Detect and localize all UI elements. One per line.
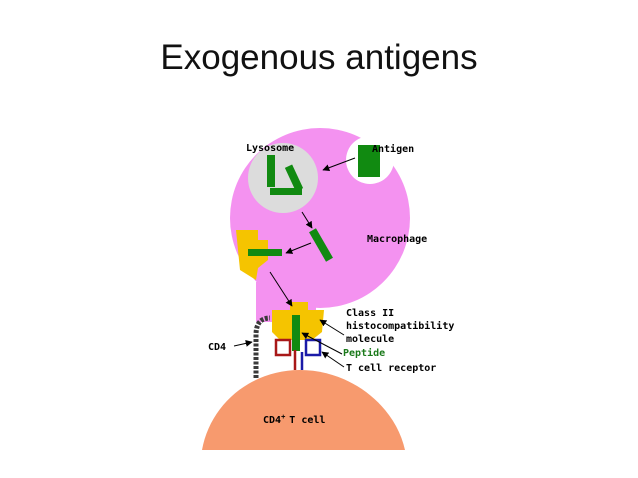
label-class-ii-3: molecule: [346, 334, 394, 345]
label-cd4-t-cell: CD4+ T cell: [263, 413, 325, 426]
cd4-chain: [253, 315, 271, 378]
tcr-blue-chain: [300, 338, 322, 370]
lysosome-fragment-2: [284, 164, 304, 192]
free-fragment: [309, 228, 333, 262]
label-cd4-t-cell-sup: +: [281, 413, 285, 421]
lysosome-fragment-1: [267, 155, 275, 187]
arrow-class-ii: [319, 319, 345, 336]
label-class-ii-2: histocompatibility: [346, 320, 454, 332]
arrow-tcr: [321, 351, 345, 368]
label-antigen: Antigen: [372, 143, 414, 155]
arrow-peptide: [301, 332, 343, 355]
mhc-surface-peptide: [292, 315, 300, 351]
t-cell-body: [202, 370, 405, 450]
arrow-cd4: [233, 339, 253, 347]
label-cd4-t-cell-prefix: CD4: [263, 415, 281, 426]
antigen-block: [358, 145, 380, 177]
arrow-to-surface: [269, 271, 293, 307]
tcr-red-chain: [274, 338, 297, 370]
label-t-cell-receptor: T cell receptor: [346, 363, 436, 374]
arrow-antigen-in: [322, 157, 356, 172]
label-peptide: Peptide: [343, 347, 385, 359]
label-class-ii-1: Class II: [346, 308, 394, 319]
label-macrophage: Macrophage: [367, 234, 427, 245]
mhc-vesicle-peptide: [248, 249, 282, 256]
arrow-to-fragment: [301, 211, 313, 229]
arrow-to-mhc: [285, 242, 312, 254]
label-lysosome: Lysosome: [246, 143, 294, 154]
slide-title: Exogenous antigens: [160, 38, 478, 77]
label-cd4: CD4: [208, 342, 226, 353]
label-cd4-t-cell-suffix: T cell: [289, 415, 325, 426]
lysosome-fragment-3: [270, 188, 302, 195]
lysosome: [248, 143, 318, 213]
